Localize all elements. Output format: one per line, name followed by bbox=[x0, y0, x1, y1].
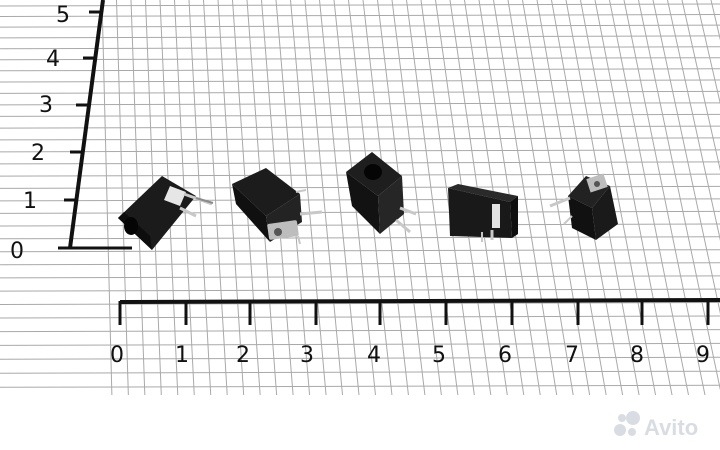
vertical-label-2: 2 bbox=[31, 141, 45, 166]
grid-line bbox=[507, 0, 575, 401]
horizontal-label-3: 3 bbox=[300, 343, 314, 368]
grid-line bbox=[0, 57, 720, 61]
grid-line bbox=[0, 288, 720, 292]
grid-line bbox=[0, 262, 720, 266]
grid-line bbox=[594, 0, 674, 401]
vertical-label-5: 5 bbox=[56, 3, 70, 28]
watermark: Avito bbox=[614, 411, 698, 440]
dc-jack-5 bbox=[549, 173, 618, 240]
grid-line bbox=[0, 24, 720, 28]
grid-line bbox=[580, 0, 657, 401]
grid-line bbox=[0, 90, 720, 94]
grid-line bbox=[0, 68, 720, 72]
grid-line bbox=[623, 0, 707, 401]
horizontal-label-2: 2 bbox=[236, 343, 250, 368]
grid-line bbox=[0, 356, 720, 360]
grid-line bbox=[0, 342, 720, 346]
grid-line bbox=[710, 0, 720, 41]
grid-line bbox=[696, 0, 720, 105]
horizontal-label-8: 8 bbox=[630, 343, 644, 368]
grid-line bbox=[0, 46, 720, 50]
vertical-label-1: 1 bbox=[23, 189, 37, 214]
grid-line bbox=[681, 0, 720, 172]
grid-line bbox=[0, 137, 720, 141]
horizontal-label-9: 9 bbox=[696, 343, 710, 368]
grid-line bbox=[493, 0, 558, 401]
grid-line bbox=[0, 125, 720, 129]
grid-line bbox=[522, 0, 591, 401]
grid-line bbox=[0, 102, 720, 106]
grid-line bbox=[0, 113, 720, 117]
dc-jack-3 bbox=[346, 152, 417, 234]
dc-jack-2 bbox=[232, 168, 323, 245]
horizontal-label-7: 7 bbox=[565, 343, 579, 368]
grid-line bbox=[609, 0, 690, 401]
watermark-text: Avito bbox=[644, 415, 698, 440]
grid-line bbox=[0, 149, 720, 153]
avito-dots-icon bbox=[614, 411, 640, 436]
horizontal-ruler-ticks bbox=[118, 301, 710, 325]
grid-line bbox=[0, 35, 720, 39]
grid-line bbox=[0, 249, 720, 253]
horizontal-ruler-line bbox=[119, 298, 720, 304]
vertical-label-4: 4 bbox=[46, 47, 60, 72]
vertical-ruler: 0 1 2 3 4 5 bbox=[10, 0, 132, 264]
vertical-ruler-line bbox=[68, 0, 105, 249]
grid-line bbox=[0, 3, 720, 7]
horizontal-label-4: 4 bbox=[367, 343, 381, 368]
grid-line bbox=[652, 0, 720, 315]
dc-jack-4 bbox=[448, 184, 518, 242]
grid-line bbox=[0, 384, 720, 388]
grid-line bbox=[0, 79, 720, 83]
grid-line bbox=[0, 370, 720, 374]
paper-fade bbox=[0, 395, 720, 450]
dc-jack-1 bbox=[118, 176, 214, 250]
horizontal-label-1: 1 bbox=[175, 343, 189, 368]
vertical-label-3: 3 bbox=[39, 93, 53, 118]
horizontal-label-6: 6 bbox=[498, 343, 512, 368]
grid-line bbox=[0, 329, 720, 333]
vertical-label-0: 0 bbox=[10, 239, 24, 264]
grid-line bbox=[0, 315, 720, 319]
vertical-ruler-ticks bbox=[58, 10, 132, 250]
grid-line bbox=[638, 0, 720, 391]
grid-line bbox=[0, 275, 720, 279]
grid-line bbox=[667, 0, 720, 241]
horizontal-label-5: 5 bbox=[432, 343, 446, 368]
grid-line bbox=[101, 0, 113, 401]
grid-line bbox=[0, 14, 720, 17]
horizontal-label-0: 0 bbox=[110, 343, 124, 368]
grid-line bbox=[0, 236, 720, 240]
horizontal-ruler: 0 1 2 3 4 5 6 7 8 9 bbox=[110, 298, 720, 368]
